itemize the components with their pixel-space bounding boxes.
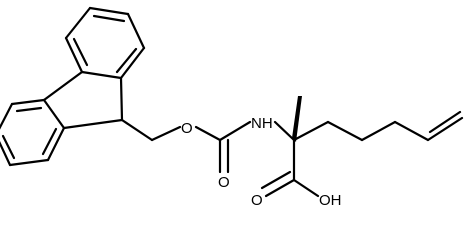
bond <box>194 125 222 142</box>
double-bond-inner <box>92 14 126 23</box>
upper-benzene-ring <box>64 6 146 80</box>
bond <box>150 125 182 142</box>
bond <box>292 120 330 142</box>
cyclopentane-bridge <box>42 70 124 130</box>
acid-oxygen-label: O <box>251 192 263 208</box>
wedge-bond-methyl <box>292 96 302 142</box>
alpha-carbon <box>292 96 330 182</box>
carbonyl-oxygen-label: O <box>218 174 230 191</box>
bond <box>292 178 320 198</box>
bond <box>10 98 46 106</box>
bond <box>88 6 130 16</box>
double-bond-inner <box>72 37 89 67</box>
molecule-drawing: O NH O O OH <box>0 6 464 208</box>
ether-oxygen-label: O <box>181 120 193 137</box>
bond <box>393 120 430 142</box>
carboxylic-acid <box>260 170 320 198</box>
fmoc-linker <box>120 118 296 174</box>
bond <box>46 126 66 162</box>
hydroxyl-label: OH <box>319 192 342 208</box>
bond <box>119 76 124 122</box>
bond <box>62 118 124 130</box>
bond <box>326 120 364 142</box>
bond <box>64 36 84 74</box>
bond <box>42 70 84 102</box>
alkene-chain <box>326 110 464 142</box>
terminal-double-bond <box>426 116 464 142</box>
double-bond-inner <box>15 106 43 113</box>
terminal-double-bond <box>428 110 462 134</box>
bond <box>8 158 50 167</box>
bond <box>273 120 296 142</box>
lower-benzene-ring <box>0 98 66 167</box>
bond <box>360 120 397 142</box>
bond <box>64 6 92 40</box>
bond <box>264 178 296 198</box>
double-bond-inner <box>115 47 138 74</box>
bond <box>42 98 66 130</box>
double-bond-inner <box>41 127 58 156</box>
bond <box>0 140 12 167</box>
amine-label: NH <box>251 115 273 132</box>
bond <box>80 70 123 80</box>
double-bond-inner <box>1 134 16 160</box>
bond <box>126 12 146 50</box>
bond <box>218 120 252 142</box>
bond <box>0 102 14 130</box>
bond <box>119 46 146 80</box>
bond <box>120 118 154 142</box>
chemical-structure: O NH O O OH <box>0 6 464 208</box>
carbonyl-bond <box>260 170 292 190</box>
